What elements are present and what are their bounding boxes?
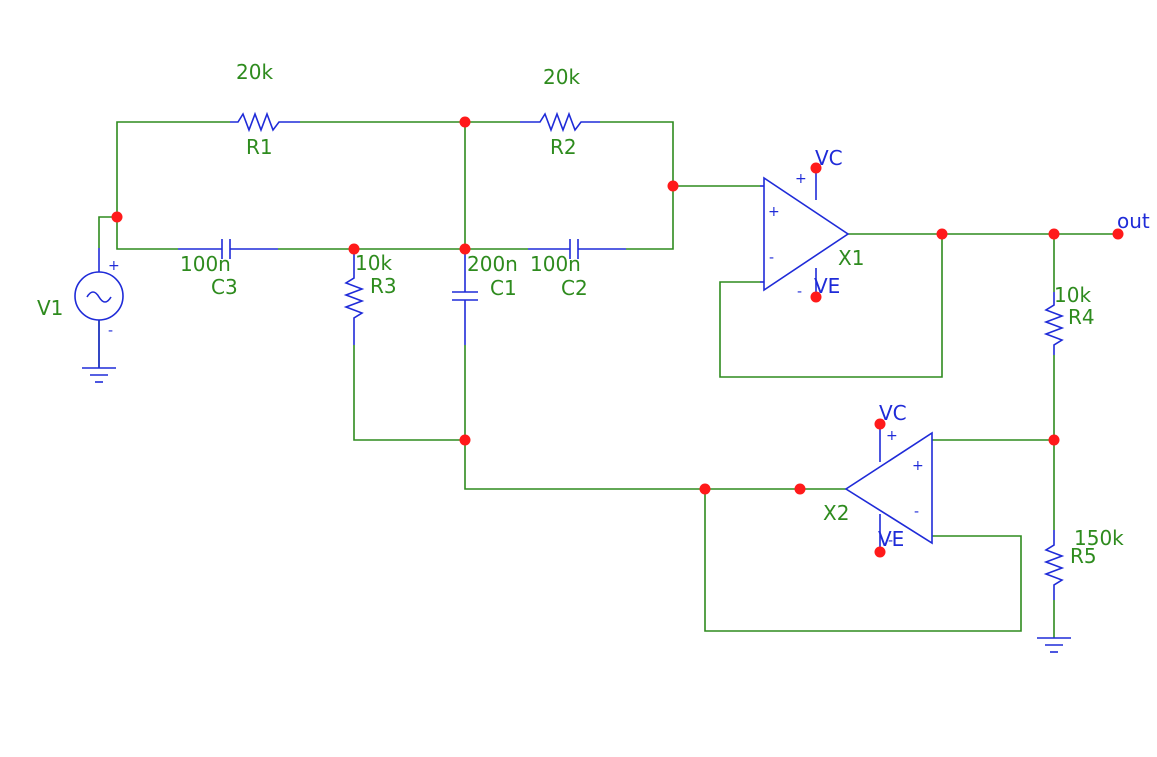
resistor-r3[interactable]	[343, 249, 365, 345]
node	[810, 162, 822, 174]
x2-noninverting-sign: +	[912, 458, 924, 474]
c2-name: C2	[561, 276, 588, 300]
node	[667, 180, 679, 192]
voltage-source-v1[interactable]: + -	[74, 248, 124, 345]
capacitor-c3[interactable]	[178, 239, 278, 259]
r1-value: 20k	[236, 60, 273, 84]
x1-vc-plus-sign: +	[795, 171, 807, 187]
resistor-r1[interactable]	[230, 111, 300, 133]
wires	[98, 121, 1118, 638]
x2-name: X2	[823, 501, 849, 525]
node	[459, 243, 471, 255]
r2-name: R2	[550, 135, 577, 159]
r4-name: R4	[1068, 305, 1095, 329]
x1-noninverting-sign: +	[768, 204, 780, 220]
ground-r5-icon	[1037, 637, 1071, 653]
r3-name: R3	[370, 274, 397, 298]
v1-name: V1	[37, 296, 63, 320]
r5-name: R5	[1070, 544, 1097, 568]
x1-name: X1	[838, 246, 864, 270]
r5-value: 150k	[1074, 526, 1124, 550]
labels: 20k R1 20k R2 100n C3 10k R3 200n C1 100…	[37, 60, 1150, 568]
x2-ve-label: VE	[878, 527, 904, 551]
node	[459, 116, 471, 128]
x1-ve-label: VE	[814, 274, 840, 298]
node	[874, 546, 886, 558]
wire-top-left	[116, 121, 230, 217]
node	[348, 243, 360, 255]
resistor-r2[interactable]	[520, 111, 600, 133]
node-out[interactable]	[1112, 228, 1124, 240]
node	[874, 418, 886, 430]
x1-inverting-sign: -	[769, 250, 774, 266]
c2-value: 100n	[530, 252, 581, 276]
r4-value: 10k	[1054, 283, 1091, 307]
x1-vc-label: VC	[815, 146, 843, 170]
node	[794, 483, 806, 495]
node	[111, 211, 123, 223]
x2-inverting-sign: -	[914, 504, 919, 520]
capacitor-c1[interactable]	[452, 249, 478, 345]
r2-value: 20k	[543, 65, 580, 89]
x2-vc-plus-sign: +	[886, 428, 898, 444]
wire-x2-feedback	[704, 489, 1022, 632]
wire-x1-feedback	[719, 234, 943, 378]
node	[1048, 228, 1060, 240]
c1-value: 200n	[467, 252, 518, 276]
capacitor-c2[interactable]	[528, 239, 626, 259]
r3-value: 10k	[355, 251, 392, 275]
v1-plus-sign: +	[108, 258, 120, 274]
opamp-x2[interactable]: + - + -	[844, 424, 933, 552]
c1-name: C1	[490, 276, 517, 300]
x1-ve-minus-sign: -	[797, 284, 802, 300]
x2-vc-label: VC	[879, 401, 907, 425]
wire-r2-to-x1	[600, 121, 674, 186]
v1-minus-sign: -	[108, 323, 113, 339]
junction-nodes	[111, 116, 1124, 558]
wire-source-top	[98, 216, 117, 248]
wire-to-x2-output	[464, 440, 800, 490]
node	[1048, 434, 1060, 446]
node	[459, 434, 471, 446]
r1-name: R1	[246, 135, 273, 159]
x2-ve-minus-sign: -	[888, 533, 893, 549]
node	[699, 483, 711, 495]
resistor-r4[interactable]	[1043, 292, 1065, 355]
wire-c2-to-x1	[626, 186, 674, 250]
wire-left-to-c3	[116, 217, 178, 250]
c3-name: C3	[211, 275, 238, 299]
node	[936, 228, 948, 240]
node	[810, 291, 822, 303]
resistor-r5[interactable]	[1043, 530, 1065, 600]
wire-r3-down	[353, 345, 465, 441]
out-label: out	[1117, 209, 1150, 233]
c3-value: 100n	[180, 252, 231, 276]
ground-v1-icon	[82, 345, 116, 383]
